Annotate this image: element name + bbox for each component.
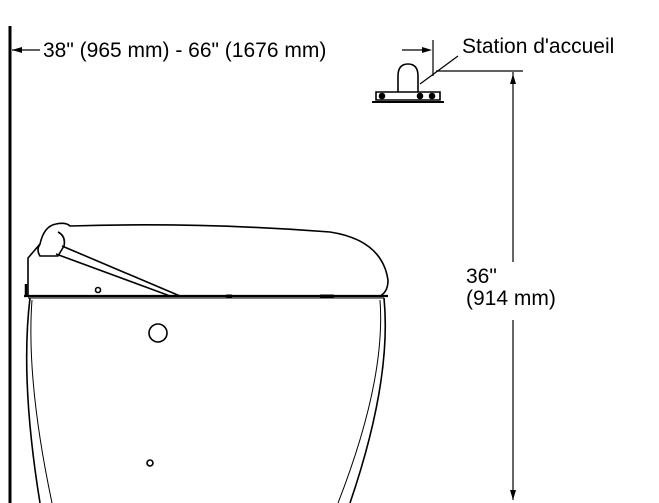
vertical-dimension — [510, 72, 516, 500]
horizontal-dimension — [12, 40, 434, 76]
station-leader-line — [419, 55, 459, 85]
toilet-drawing — [24, 222, 389, 503]
vertical-dimension-mm: (914 mm) — [466, 287, 556, 311]
vertical-dimension-label: 36" (914 mm) — [466, 265, 556, 311]
docking-station-icon — [372, 63, 444, 103]
horizontal-dimension-label: 38" (965 mm) - 66" (1676 mm) — [42, 39, 328, 62]
station-label: Station d'accueil — [462, 35, 615, 58]
vertical-dimension-inches: 36" — [466, 265, 497, 288]
